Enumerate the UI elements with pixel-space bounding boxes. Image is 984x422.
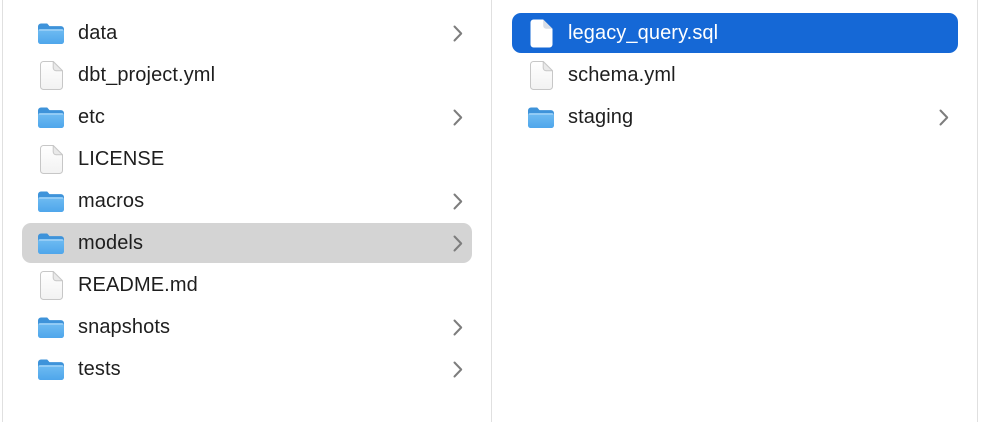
- item-label: snapshots: [78, 317, 171, 337]
- row-data[interactable]: data: [22, 13, 472, 53]
- row-license[interactable]: LICENSE: [22, 139, 472, 179]
- row-legacy-query-sql-selected[interactable]: legacy_query.sql: [512, 13, 958, 53]
- chevron-right-icon: [453, 25, 463, 42]
- item-label: macros: [78, 191, 145, 211]
- item-label: etc: [78, 107, 105, 127]
- item-label: schema.yml: [568, 65, 676, 85]
- folder-icon: [526, 101, 556, 133]
- item-label: data: [78, 23, 118, 43]
- chevron-right-icon: [453, 235, 463, 252]
- file-icon: [36, 269, 66, 301]
- item-label: README.md: [78, 275, 198, 295]
- folder-icon: [36, 311, 66, 343]
- item-label: models: [78, 233, 144, 253]
- row-snapshots[interactable]: snapshots: [22, 307, 472, 347]
- column-parent-folder: data dbt_project.yml etc LICENSE macros …: [22, 0, 492, 422]
- chevron-right-icon: [453, 319, 463, 336]
- item-label: staging: [568, 107, 634, 127]
- folder-icon: [36, 101, 66, 133]
- file-icon: [36, 59, 66, 91]
- folder-icon: [36, 353, 66, 385]
- row-models-selected[interactable]: models: [22, 223, 472, 263]
- column-models-folder: legacy_query.sql schema.yml staging: [492, 0, 978, 422]
- row-macros[interactable]: macros: [22, 181, 472, 221]
- item-label: dbt_project.yml: [78, 65, 216, 85]
- chevron-right-icon: [453, 193, 463, 210]
- item-label: legacy_query.sql: [568, 23, 719, 43]
- row-tests[interactable]: tests: [22, 349, 472, 389]
- folder-icon: [36, 17, 66, 49]
- file-icon: [526, 17, 556, 49]
- row-readme-md[interactable]: README.md: [22, 265, 472, 305]
- chevron-right-icon: [453, 361, 463, 378]
- item-label: LICENSE: [78, 149, 165, 169]
- row-etc[interactable]: etc: [22, 97, 472, 137]
- folder-icon: [36, 227, 66, 259]
- chevron-right-icon: [939, 109, 949, 126]
- row-dbt-project-yml[interactable]: dbt_project.yml: [22, 55, 472, 95]
- folder-icon: [36, 185, 66, 217]
- file-icon: [36, 143, 66, 175]
- row-staging[interactable]: staging: [512, 97, 958, 137]
- item-label: tests: [78, 359, 121, 379]
- chevron-right-icon: [453, 109, 463, 126]
- file-icon: [526, 59, 556, 91]
- window-edge-divider: [2, 0, 3, 422]
- row-schema-yml[interactable]: schema.yml: [512, 55, 958, 95]
